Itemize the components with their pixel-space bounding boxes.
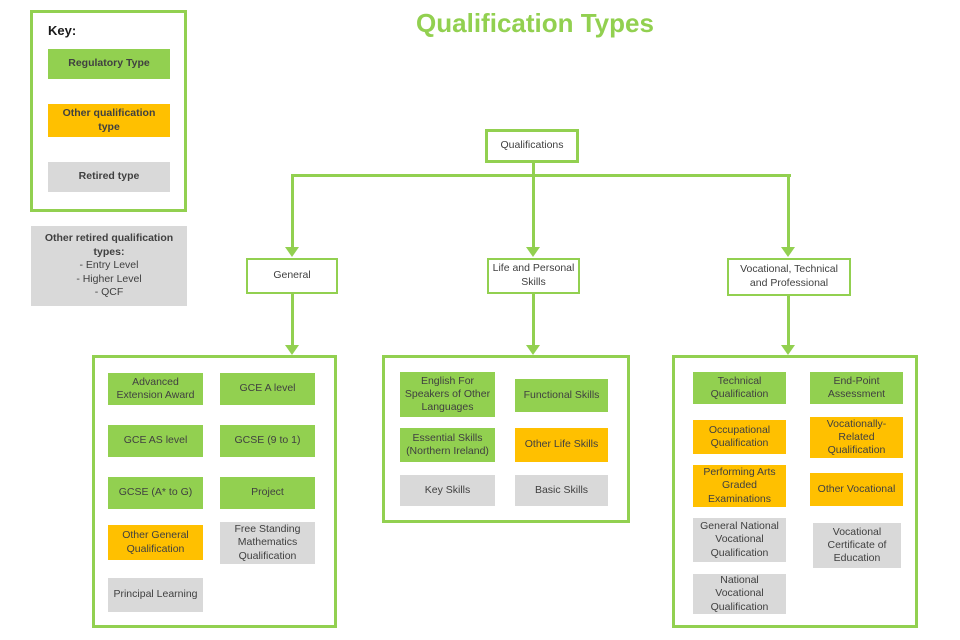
qual-box: Vocationally-Related Qualification xyxy=(810,417,903,458)
arrowhead-vocational-group xyxy=(781,345,795,355)
qual-box: Functional Skills xyxy=(515,379,608,412)
arrowhead-vocational xyxy=(781,247,795,257)
connector-general-group xyxy=(291,293,294,345)
arrowhead-life-group xyxy=(526,345,540,355)
retired-note-heading: Other retired qualification types: xyxy=(44,231,174,258)
legend: Key: Regulatory Type Other qualification… xyxy=(30,10,187,212)
qual-box: General National Vocational Qualificatio… xyxy=(693,518,786,562)
qual-box: Vocational Certificate of Education xyxy=(813,523,901,568)
legend-item-other: Other qualification type xyxy=(48,104,170,137)
qual-box: GCSE (9 to 1) xyxy=(220,425,315,457)
qual-box: Advanced Extension Award xyxy=(108,373,203,405)
group-vocational: Technical Qualification End-Point Assess… xyxy=(672,355,918,628)
node-vocational-technical-professional: Vocational, Technical and Professional xyxy=(727,258,851,296)
arrowhead-life xyxy=(526,247,540,257)
group-life-personal-skills: English For Speakers of Other Languages … xyxy=(382,355,630,523)
connector-drop-general xyxy=(291,174,294,247)
retired-note-item: - QCF xyxy=(94,286,124,299)
page-title: Qualification Types xyxy=(416,8,654,38)
qual-box: Occupational Qualification xyxy=(693,420,786,454)
qual-box: National Vocational Qualification xyxy=(693,574,786,614)
connector-vocational-group xyxy=(787,295,790,345)
legend-heading: Key: xyxy=(48,23,77,38)
connector-root-stem xyxy=(532,162,535,175)
qual-box: GCSE (A* to G) xyxy=(108,477,203,509)
qual-box: End-Point Assessment xyxy=(810,372,903,404)
node-qualifications: Qualifications xyxy=(485,129,579,163)
qual-box: Basic Skills xyxy=(515,475,608,506)
qual-box: Other Life Skills xyxy=(515,428,608,462)
qual-box: Key Skills xyxy=(400,475,495,506)
node-life-personal-skills: Life and Personal Skills xyxy=(487,258,580,294)
connector-drop-vocational xyxy=(787,174,790,247)
legend-item-retired: Retired type xyxy=(48,162,170,192)
qual-box: GCE A level xyxy=(220,373,315,405)
qual-box: Other Vocational xyxy=(810,473,903,506)
qual-box: Essential Skills (Northern Ireland) xyxy=(400,428,495,462)
qual-box: Technical Qualification xyxy=(693,372,786,404)
retired-note-item: - Entry Level xyxy=(79,259,139,272)
qual-box: Performing Arts Graded Examinations xyxy=(693,465,786,507)
qual-box: Free Standing Mathematics Qualification xyxy=(220,522,315,564)
connector-drop-life xyxy=(532,174,535,247)
retired-note: Other retired qualification types: - Ent… xyxy=(31,226,187,306)
arrowhead-general xyxy=(285,247,299,257)
arrowhead-general-group xyxy=(285,345,299,355)
node-general: General xyxy=(246,258,338,294)
group-general: Advanced Extension Award GCE A level GCE… xyxy=(92,355,337,628)
qual-box: English For Speakers of Other Languages xyxy=(400,372,495,417)
connector-life-group xyxy=(532,293,535,345)
qual-box: Project xyxy=(220,477,315,509)
connector-main-horizontal xyxy=(291,174,791,177)
retired-note-item: - Higher Level xyxy=(76,272,142,285)
qual-box: Other General Qualification xyxy=(108,525,203,560)
qual-box: GCE AS level xyxy=(108,425,203,457)
qual-box: Principal Learning xyxy=(108,578,203,612)
legend-item-regulatory: Regulatory Type xyxy=(48,49,170,79)
